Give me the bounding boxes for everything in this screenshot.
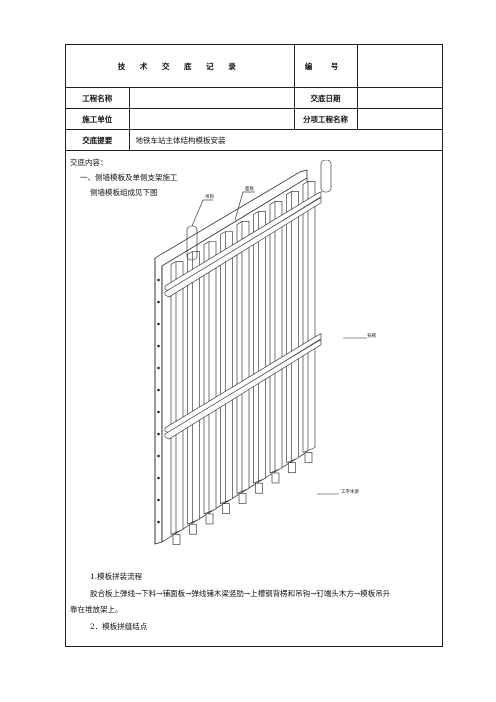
date-value[interactable] <box>356 87 442 109</box>
hook-right <box>320 160 332 193</box>
label-beam: 背楞 <box>367 332 376 339</box>
rib-foot <box>255 482 263 494</box>
unit-label: 施工单位 <box>66 108 130 130</box>
edge-bolt <box>157 498 160 502</box>
wood-rib <box>286 191 299 464</box>
project-name-label: 工程名称 <box>66 87 130 109</box>
label-wood: 工字木梁 <box>341 488 359 495</box>
content-heading: 交底内容： <box>70 158 108 167</box>
wood-rib <box>203 241 217 515</box>
rib-foot <box>222 503 230 514</box>
item-1-text-line1: 胶合板上弹线→下料→铺面板→弹线铺木梁竖肋→上槽钢背楞和吊钩→钉端头木方→模板吊… <box>90 589 391 598</box>
edge-bolt <box>157 410 160 414</box>
summary-value: 地铁车站主体结构模板安装 <box>128 129 442 151</box>
rib-foot <box>172 534 181 545</box>
formwork-drawing: 吊钩 面板 背楞 工字木梁 <box>154 160 376 545</box>
steel-waler <box>164 191 322 292</box>
edge-bolt <box>157 454 160 458</box>
item-1-text-line2: 靠在堆放架上。 <box>70 605 123 614</box>
edge-bolt <box>157 300 160 304</box>
rib-foot <box>271 472 280 484</box>
edge-bolt <box>157 432 160 436</box>
header-table: 技 术 交 底 记 录 编 号 工程名称 交底日期 施工单位 分项工程名称 交底… <box>66 45 442 151</box>
item-2-title: 2．模板拼缝结点 <box>90 622 148 631</box>
wood-rib <box>236 221 250 494</box>
unit-value[interactable] <box>128 108 295 130</box>
wood-rib <box>253 211 266 484</box>
form-title: 技 术 交 底 记 录 <box>66 45 295 88</box>
steel-waler <box>164 333 322 434</box>
edge-bolt <box>157 520 160 524</box>
edge-bolt <box>157 278 160 282</box>
sub-project-label: 分项工程名称 <box>293 108 358 130</box>
rib-foot <box>288 462 296 474</box>
disclosure-sheet: 技 术 交 底 记 录 编 号 工程名称 交底日期 施工单位 分项工程名称 交底… <box>65 44 443 647</box>
rib-foot <box>189 523 197 535</box>
edge-bolt <box>157 476 160 480</box>
edge-bolt <box>157 388 160 392</box>
number-label: 编 号 <box>293 45 358 88</box>
rib-foot <box>238 493 247 504</box>
item-1-title: 1.模板拼装流程 <box>90 572 143 581</box>
edge-bolt <box>157 366 160 370</box>
wood-rib <box>220 231 233 505</box>
date-label: 交底日期 <box>293 87 358 109</box>
label-hook: 吊钩 <box>205 193 214 200</box>
steel-waler <box>164 339 322 440</box>
project-name-value[interactable] <box>128 87 295 109</box>
number-value[interactable] <box>356 45 442 88</box>
section-1-title: 一、侧墙模板及单侧支架施工 <box>80 173 178 182</box>
wood-rib <box>302 181 316 453</box>
steel-waler <box>164 197 322 298</box>
rib-foot <box>205 513 214 525</box>
label-face: 面板 <box>245 185 254 192</box>
sub-project-value[interactable] <box>356 108 442 130</box>
edge-bolt <box>157 344 160 348</box>
wood-rib <box>187 251 200 525</box>
edge-bolt <box>157 322 160 326</box>
rib-foot <box>304 452 313 463</box>
wood-rib <box>170 261 184 535</box>
section-1-subtitle: 侧墙模板组成见下图 <box>90 188 158 197</box>
summary-label: 交底提要 <box>66 129 130 151</box>
wood-rib <box>269 201 283 474</box>
